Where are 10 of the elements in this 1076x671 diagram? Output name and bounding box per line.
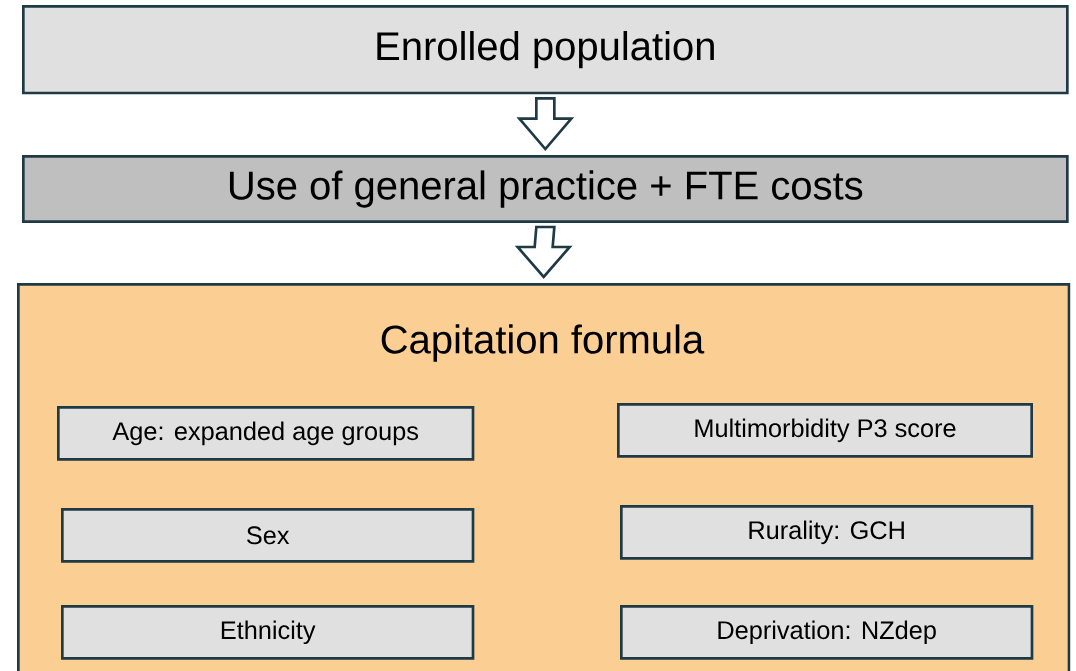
- stage-box: Enrolled population: [22, 5, 1069, 95]
- block-arrow: [514, 225, 573, 280]
- factor-box: Multimorbidity P3 score: [617, 403, 1033, 458]
- factor-box: Age: expanded age groups: [57, 406, 475, 461]
- factor-box: Deprivation: NZdep: [620, 605, 1034, 660]
- stage-box: Use of general practice + FTE costs: [22, 155, 1069, 223]
- block-arrow: [516, 97, 575, 152]
- factor-box: Rurality: GCH: [620, 505, 1034, 560]
- factor-box: Sex: [61, 508, 475, 563]
- factor-box: Ethnicity: [61, 605, 475, 660]
